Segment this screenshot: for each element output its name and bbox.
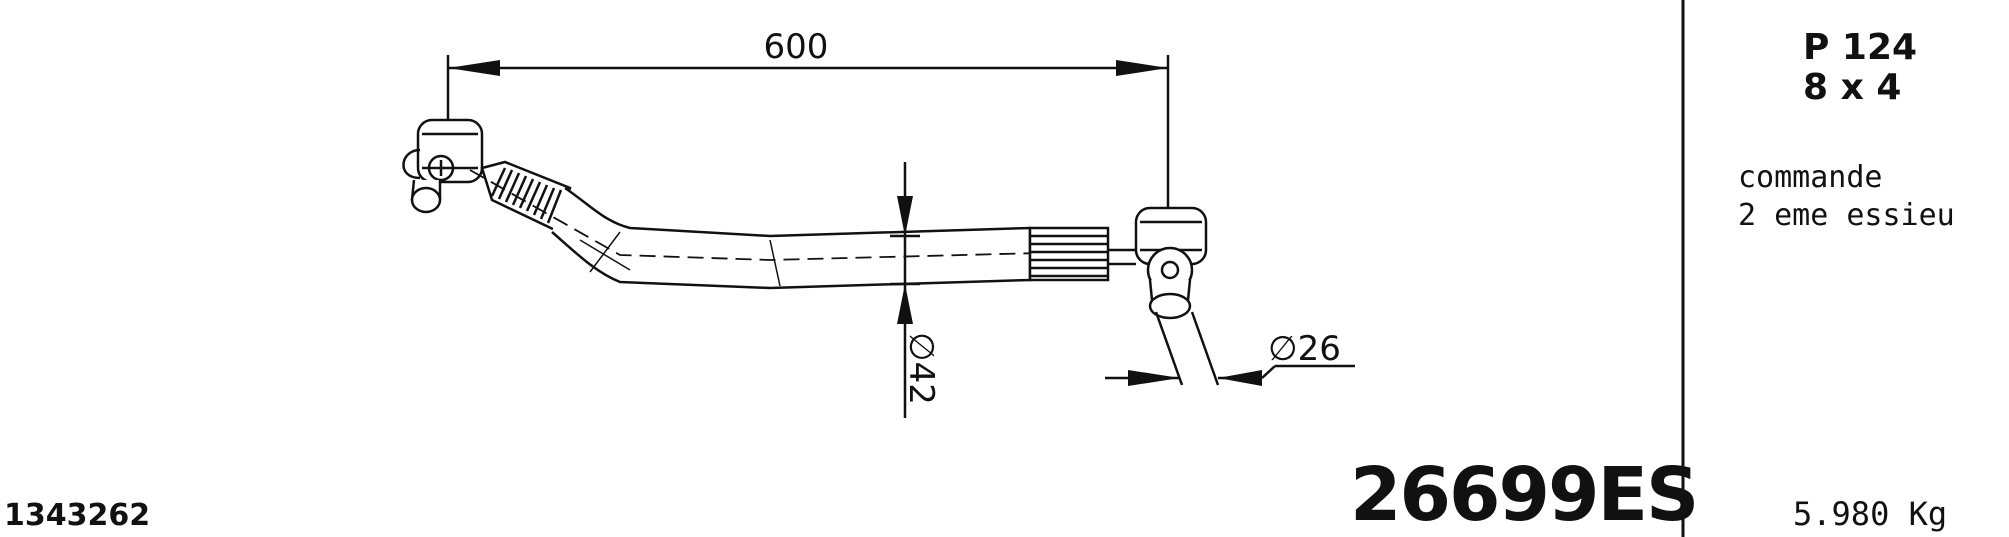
description-line-1: commande [1738, 160, 1883, 195]
description-line-2: 2 eme essieu [1738, 198, 1955, 233]
tube-diameter-dimension: ∅42 [890, 162, 941, 418]
reference-code: 1343262 [4, 498, 151, 533]
length-dimension-label: 600 [764, 27, 829, 67]
joint-diameter-label: ∅26 [1268, 329, 1341, 369]
tube-diameter-label: ∅42 [901, 332, 941, 405]
left-ball-joint [402, 118, 484, 214]
length-dimension: 600 [446, 27, 1170, 212]
part-number: 26699ES [1350, 452, 1699, 537]
model-label: P 124 [1803, 27, 1918, 68]
joint-diameter-dimension: ∅26 [1105, 311, 1355, 386]
weight-label: 5.980 Kg [1793, 495, 1948, 533]
right-thread-sleeve [1028, 226, 1136, 282]
configuration-label: 8 x 4 [1803, 67, 1902, 108]
right-ball-joint [1134, 206, 1208, 320]
